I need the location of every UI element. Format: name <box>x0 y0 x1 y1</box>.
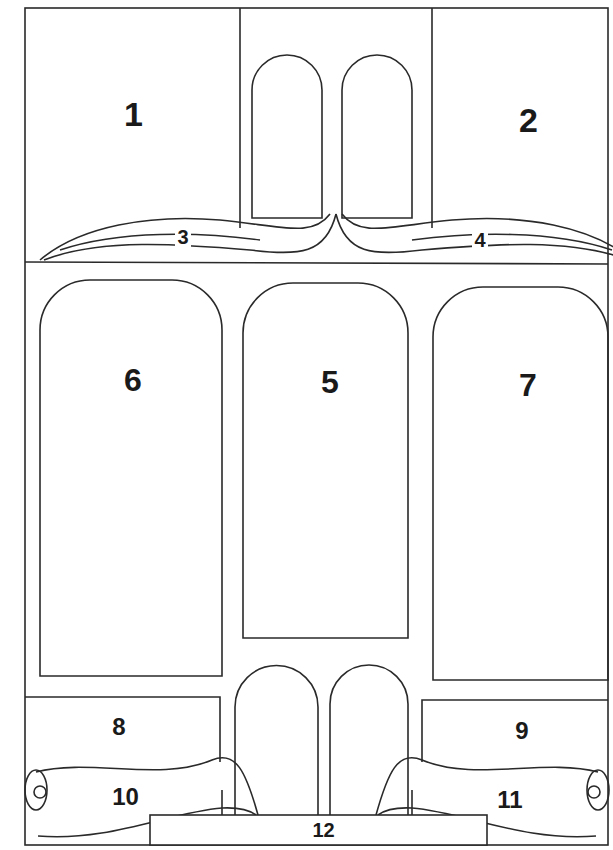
panel-number-text: 7 <box>519 368 537 403</box>
panel-number-text: 3 <box>175 226 190 248</box>
divider-line <box>25 262 608 264</box>
panel-outline <box>422 700 608 762</box>
panel-number-text: 6 <box>124 363 142 398</box>
scroll-band <box>336 214 613 260</box>
panel-number: 6 <box>122 363 144 398</box>
arched-window <box>330 665 408 815</box>
panel-number: 8 <box>110 714 128 740</box>
panel-number: 1 <box>122 96 145 133</box>
arched-window <box>252 55 322 218</box>
panel-number: 3 <box>173 226 193 248</box>
panel-number: 9 <box>513 718 531 744</box>
divider-line <box>431 8 433 228</box>
panel-number-text: 12 <box>310 819 336 841</box>
panel-number: 2 <box>517 102 540 139</box>
outer-frame <box>25 8 608 845</box>
base-panel <box>150 815 487 845</box>
panel-number: 12 <box>308 819 339 841</box>
panel-number: 4 <box>470 229 490 251</box>
panel-number: 5 <box>319 365 341 400</box>
arched-panel <box>433 287 608 680</box>
panel-number-text: 1 <box>124 96 143 133</box>
panel-number: 10 <box>108 784 143 810</box>
panel-number: 7 <box>517 368 539 403</box>
panel-number-text: 11 <box>495 787 524 813</box>
panel-number-text: 8 <box>112 714 125 740</box>
panel-number-text: 5 <box>321 365 339 400</box>
panel-number-text: 9 <box>515 718 528 744</box>
arched-window <box>342 55 412 218</box>
arched-panel <box>40 280 222 676</box>
divider-line <box>239 8 241 228</box>
arched-window <box>235 666 318 815</box>
panel-number-text: 4 <box>472 229 487 251</box>
panel-number-text: 2 <box>519 102 538 139</box>
arched-panel <box>243 283 408 638</box>
panel-outline <box>25 697 220 762</box>
panel-number-text: 10 <box>110 784 141 810</box>
scroll-band <box>40 214 336 260</box>
panel-number: 11 <box>493 787 527 813</box>
